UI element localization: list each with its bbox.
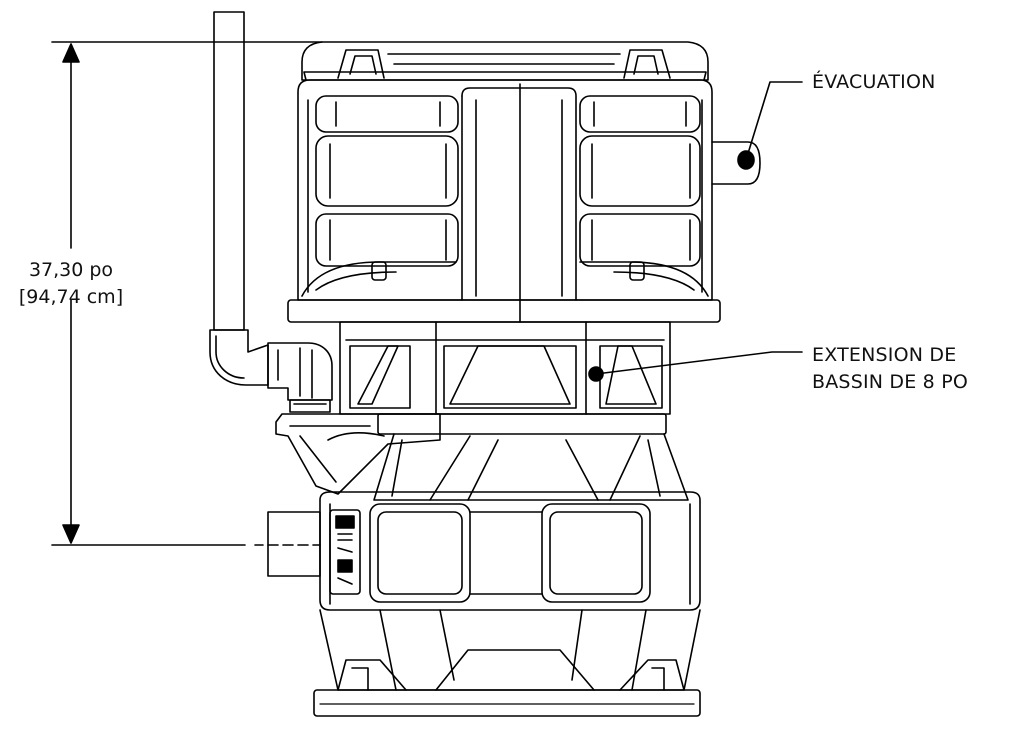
rib-left-1 (315, 95, 459, 133)
height-dimension (51, 41, 323, 546)
lid-handle-left (337, 49, 385, 79)
discharge-callout-label: ÉVACUATION (812, 70, 936, 93)
vent-pipe (209, 11, 333, 413)
lid-handle-right (623, 49, 671, 79)
upper-basin-body (297, 79, 713, 301)
basin-extension (339, 321, 671, 415)
upper-flange (287, 299, 721, 323)
extension-leader-dot-icon (588, 366, 604, 382)
lower-basin (267, 413, 701, 691)
extension-body (339, 321, 671, 415)
logo-plate (329, 509, 361, 595)
inlet-stub (267, 511, 321, 577)
vent-elbow (209, 329, 269, 386)
base-flange (313, 689, 701, 717)
discharge-leader-line (745, 81, 803, 161)
center-column (461, 87, 577, 301)
vent-elbow-lower (267, 342, 333, 401)
extension-callout-line2: BASSIN DE 8 PO (812, 371, 968, 393)
extension-callout-line1: EXTENSION DE (812, 344, 956, 366)
inlet-hub-body (275, 413, 441, 495)
discharge-pipe (711, 141, 761, 185)
rib-right-3 (579, 213, 701, 267)
inlet-hub (275, 413, 441, 495)
dimension-imperial-label: 37,30 po (29, 259, 113, 281)
rib-left-3 (315, 213, 459, 267)
basin-lid (301, 41, 709, 81)
lower-basin-collar (377, 413, 667, 435)
dimension-arrow-up-icon (62, 43, 80, 63)
vent-pipe-vertical (213, 11, 245, 331)
callout-leaders (588, 81, 803, 382)
upper-basin (297, 79, 713, 323)
rib-right-2 (579, 135, 701, 207)
dimension-metric-label: [94,74 cm] (19, 286, 123, 308)
rib-right-1 (579, 95, 701, 133)
lower-basin-drum (319, 491, 701, 611)
extension-leader-line (595, 351, 803, 375)
rib-left-2 (315, 135, 459, 207)
lid-top (301, 41, 709, 81)
dimension-arrow-down-icon (62, 524, 80, 544)
